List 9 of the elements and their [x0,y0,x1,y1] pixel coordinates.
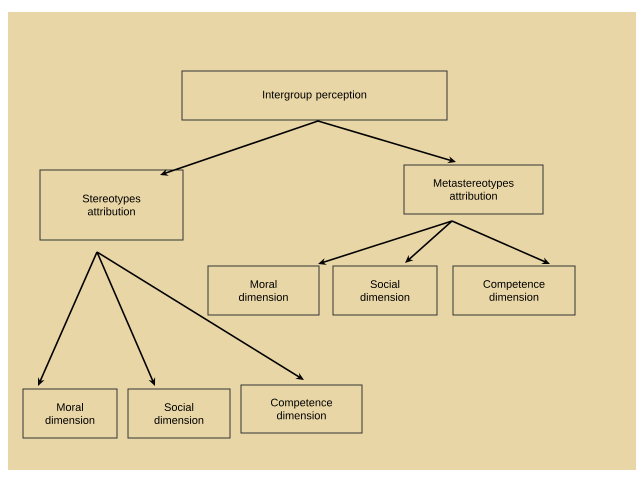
text-box: Social dimension [332,266,438,316]
text-box: Moral dimension [22,388,118,438]
text-box: Stereotypes attribution [40,170,184,240]
text-box: Social dimension [128,388,230,438]
text-box: Metastereotypes attribution [404,164,544,214]
text-box: Moral dimension [208,266,320,316]
text-box: Competence dimension [452,266,576,316]
text-box: Competence dimension [240,384,362,434]
text-box: Intergroup perception [182,70,448,120]
